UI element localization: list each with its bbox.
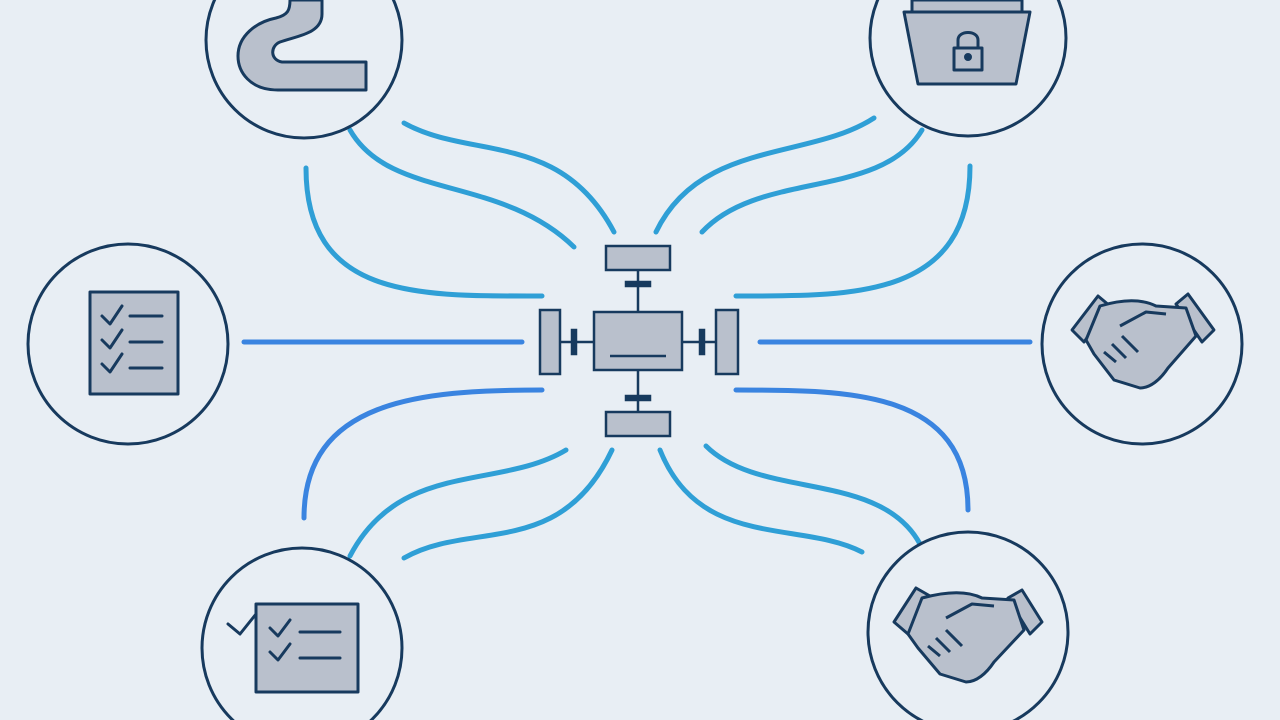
connector-line — [657, 447, 865, 555]
central-connector-hub-icon — [538, 244, 740, 438]
handshake-icon — [1070, 292, 1216, 390]
connector-line — [401, 120, 617, 235]
pipe-bend-icon — [236, 0, 368, 92]
padlock-container-icon — [902, 0, 1032, 86]
node-secure-box — [868, 0, 1068, 138]
handshake-icon — [892, 586, 1044, 684]
connector-line — [699, 127, 925, 235]
connector-lines — [241, 115, 1033, 561]
connector-line — [301, 387, 545, 521]
node-checklist-bottom — [200, 546, 404, 720]
node-handshake-right — [1040, 242, 1244, 446]
connector-line — [347, 447, 569, 559]
connector-line — [347, 127, 577, 250]
connector-line — [733, 163, 973, 299]
connector-line — [733, 387, 971, 513]
node-handshake-bottom — [866, 530, 1070, 720]
connector-line — [303, 165, 545, 299]
checklist-icon — [88, 290, 180, 396]
node-checklist-left — [26, 242, 230, 446]
node-pipe — [204, 0, 404, 140]
checklist-checkmarks-icon — [226, 602, 360, 694]
connector-line — [401, 447, 615, 561]
connector-line — [703, 443, 923, 547]
connector-line — [653, 115, 877, 235]
